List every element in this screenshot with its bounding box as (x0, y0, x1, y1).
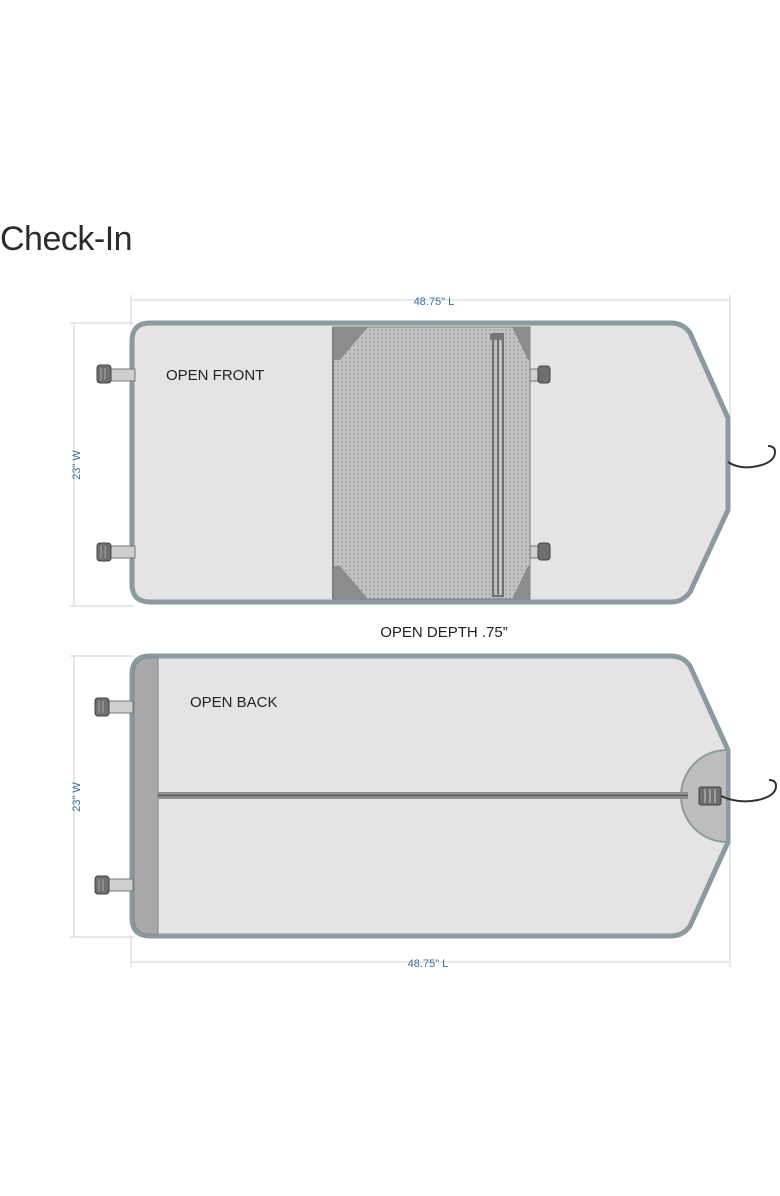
front-width-dimension: 23" W (70, 322, 134, 607)
back-zipper-buckle-icon (698, 786, 722, 806)
back-length-label: 48.75" L (408, 958, 449, 970)
front-buckle-top-left (96, 364, 136, 384)
front-hanger-hook-icon (727, 445, 777, 469)
front-buckle-bottom-left (96, 542, 136, 562)
back-width-dimension: 23" W (70, 655, 134, 938)
back-buckle-bottom-left (94, 875, 134, 895)
back-left-band (133, 657, 159, 935)
back-main-zipper (158, 792, 688, 799)
page-title: Check-In (0, 220, 133, 258)
open-depth-label: OPEN DEPTH .75” (380, 624, 508, 641)
back-buckle-top-left (94, 697, 134, 717)
front-label: OPEN FRONT (166, 367, 264, 384)
back-hanger-hook-icon (720, 779, 778, 803)
front-buckle-top-right (529, 365, 551, 384)
open-front-view: 48.75" L 23" W (70, 295, 777, 607)
zipper-pull-icon (490, 334, 504, 340)
front-buckle-bottom-right (529, 542, 551, 561)
front-width-label: 23" W (71, 450, 83, 480)
back-label: OPEN BACK (190, 694, 278, 711)
open-back-view: 23" W 48.75" L (70, 653, 778, 970)
front-mesh-panel (332, 326, 531, 600)
front-length-dimension: 48.75" L (130, 295, 731, 420)
back-length-dimension: 48.75" L (130, 830, 731, 970)
front-length-label: 48.75" L (414, 296, 455, 308)
back-width-label: 23" W (71, 782, 83, 812)
